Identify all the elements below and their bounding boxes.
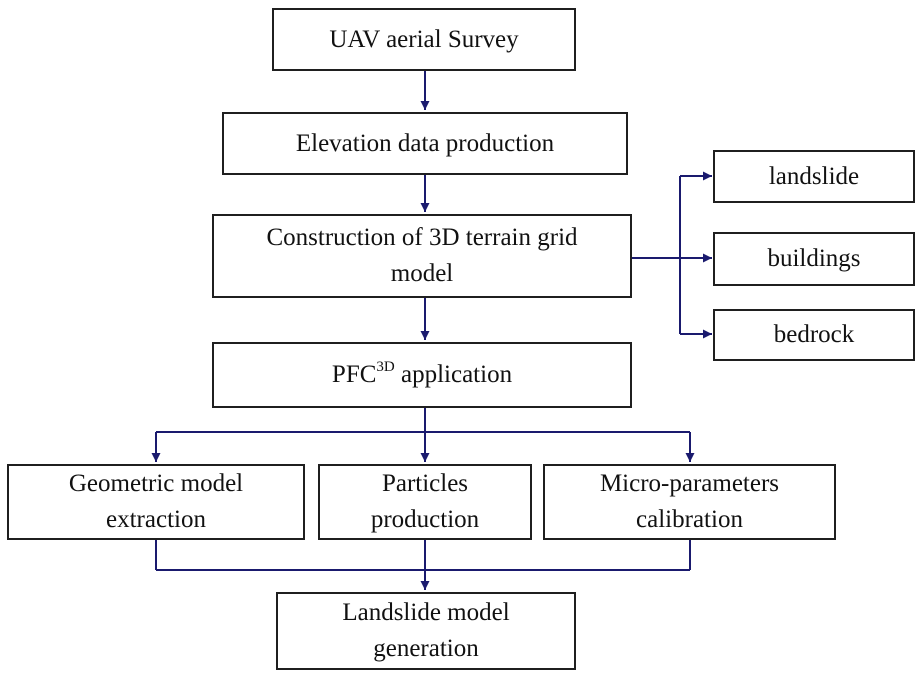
particles-production-label: Particles production bbox=[370, 470, 480, 533]
bedrock-box: bedrock bbox=[713, 309, 915, 361]
landslide-generation-box: Landslide model generation bbox=[276, 592, 576, 670]
pfc-prefix: PFC bbox=[331, 361, 377, 388]
particles-production-box: Particles production bbox=[318, 464, 532, 540]
buildings-label: buildings bbox=[767, 245, 861, 272]
pfc-superscript: 3D bbox=[376, 359, 395, 375]
uav-survey-box: UAV aerial Survey bbox=[272, 8, 576, 71]
elevation-data-box: Elevation data production bbox=[222, 112, 628, 175]
geometric-extraction-label: Geometric model extraction bbox=[68, 470, 244, 533]
pfc-application-box: PFC3D application bbox=[212, 342, 632, 408]
buildings-box: buildings bbox=[713, 232, 915, 286]
pfc-suffix: application bbox=[394, 361, 513, 388]
terrain-grid-label: Construction of 3D terrain grid model bbox=[266, 224, 578, 287]
pfc-application-label: PFC3D application bbox=[332, 357, 512, 393]
terrain-grid-box: Construction of 3D terrain grid model bbox=[212, 214, 632, 298]
landslide-generation-label: Landslide model generation bbox=[342, 599, 510, 662]
micro-parameters-box: Micro-parameters calibration bbox=[543, 464, 836, 540]
elevation-data-label: Elevation data production bbox=[295, 129, 555, 157]
landslide-box: landslide bbox=[713, 150, 915, 203]
micro-parameters-label: Micro-parameters calibration bbox=[599, 470, 780, 533]
uav-survey-label: UAV aerial Survey bbox=[329, 25, 519, 53]
landslide-label: landslide bbox=[768, 162, 860, 190]
geometric-extraction-box: Geometric model extraction bbox=[7, 464, 305, 540]
bedrock-label: bedrock bbox=[773, 321, 855, 348]
